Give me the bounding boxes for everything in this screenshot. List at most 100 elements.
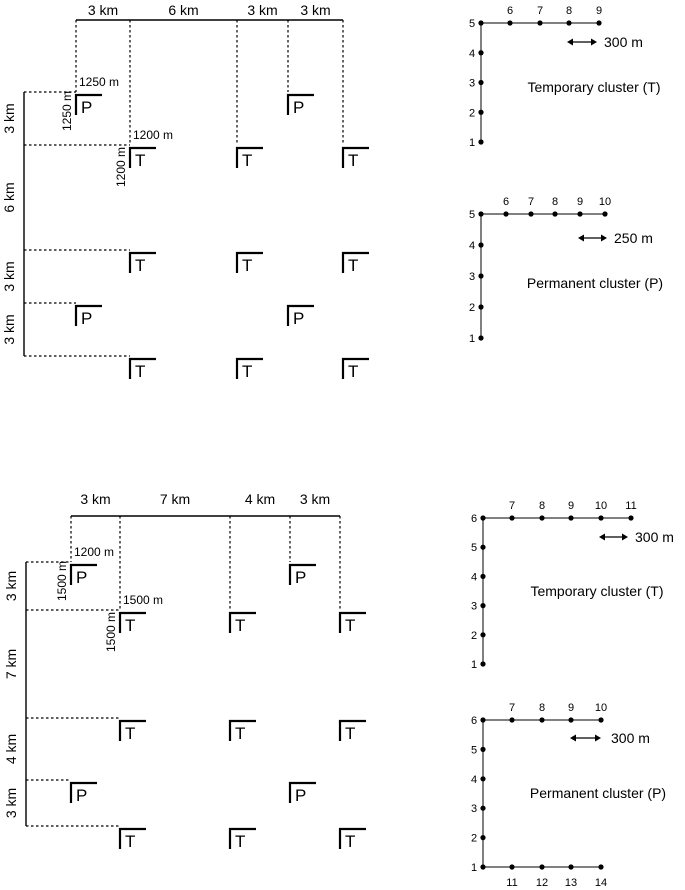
geophone-node [509, 515, 515, 521]
top-spacing-label: 3 km [88, 2, 118, 18]
node-number-label: 5 [469, 18, 475, 30]
cluster-corner-shape [286, 304, 314, 326]
cluster-corner-shape [118, 827, 146, 849]
node-number-label: 10 [599, 196, 611, 208]
top-spacing-label: 3 km [300, 491, 330, 507]
node-number-label: 1 [469, 333, 475, 345]
geophone-node [537, 20, 543, 26]
node-number-label: 7 [509, 702, 515, 714]
temporary-cluster-marker: T [128, 146, 156, 170]
cluster-code-label: T [345, 832, 355, 851]
temporary-cluster-marker: T [235, 357, 263, 381]
permanent-cluster-marker: P [69, 563, 97, 587]
cluster-code-label: T [348, 151, 358, 170]
geophone-node [509, 864, 515, 870]
geophone-node [480, 717, 486, 723]
geophone-node [598, 515, 604, 521]
cluster-corner-shape [338, 827, 366, 849]
cluster-corner-shape [341, 251, 369, 273]
node-number-label: 6 [471, 715, 477, 727]
left-spacing-label: 3 km [1, 103, 17, 133]
cluster-code-label: T [345, 724, 355, 743]
node-number-label: 10 [595, 500, 607, 512]
geophone-node [568, 515, 574, 521]
top-spacing-label: 7 km [160, 491, 190, 507]
temporary-cluster-marker: T [128, 251, 156, 275]
geophone-node [478, 242, 484, 248]
node-number-label: 2 [471, 630, 477, 642]
cluster-corner-shape [288, 781, 316, 803]
permanent-cluster-marker: P [74, 304, 102, 328]
cluster-corner-shape [228, 719, 256, 741]
node-number-label: 4 [471, 774, 477, 786]
cluster-code-label: P [76, 568, 87, 587]
geophone-node [480, 632, 486, 638]
node-number-label: 11 [506, 877, 517, 889]
geophone-node [509, 717, 515, 723]
t-cluster-width-label: 1500 m [123, 593, 163, 607]
temporary-cluster-marker: T [228, 827, 256, 851]
cluster-corner-shape [235, 251, 263, 273]
geophone-node [566, 20, 572, 26]
t-cluster-height-label: 1200 m [114, 147, 128, 187]
p-cluster-height-label: 1250 m [60, 91, 74, 131]
geophone-node [480, 776, 486, 782]
permanent-cluster-marker: P [69, 781, 97, 805]
permanent-cluster-marker: P [74, 93, 102, 117]
cluster-corner-shape [338, 719, 366, 741]
node-number-label: 9 [568, 702, 574, 714]
node-number-label: 2 [471, 833, 477, 845]
cluster-corner-shape [235, 146, 263, 168]
node-number-label: 3 [469, 271, 475, 283]
arrow-head-right-icon [622, 533, 628, 541]
node-number-label: 11 [625, 500, 636, 512]
cluster-code-label: T [345, 616, 355, 635]
geophone-node [568, 717, 574, 723]
cluster-corner-shape [118, 611, 146, 633]
geophone-node [480, 864, 486, 870]
cluster-title: Temporary cluster (T) [527, 79, 660, 95]
node-number-label: 6 [471, 513, 477, 525]
geophone-node [602, 211, 608, 217]
node-number-label: 7 [509, 500, 515, 512]
geophone-node [539, 515, 545, 521]
arrow-head-right-icon [591, 38, 597, 46]
cluster-corner-shape [74, 93, 102, 115]
permanent-cluster-marker: P [288, 781, 316, 805]
cluster-code-label: T [242, 362, 252, 381]
node-number-label: 9 [577, 196, 583, 208]
geophone-node [539, 864, 545, 870]
temporary-cluster-marker: T [118, 611, 146, 635]
geophone-node [480, 515, 486, 521]
t-cluster-height-label: 1500 m [104, 612, 118, 652]
node-number-label: 4 [469, 240, 475, 252]
geophone-node [478, 335, 484, 341]
cluster-corner-shape [286, 93, 314, 115]
node-number-label: 10 [595, 702, 607, 714]
cluster-code-label: P [81, 98, 92, 117]
geophone-node [552, 211, 558, 217]
geophone-node [598, 864, 604, 870]
cluster-code-label: T [348, 256, 358, 275]
node-number-label: 4 [469, 48, 475, 60]
geophone-node [480, 544, 486, 550]
temporary-cluster-marker: T [341, 357, 369, 381]
cluster-code-label: T [235, 724, 245, 743]
node-number-label: 1 [471, 862, 477, 874]
geophone-node [628, 515, 634, 521]
node-spacing-label: 300 m [604, 34, 643, 50]
cluster-code-label: T [135, 362, 145, 381]
geophone-node [568, 864, 574, 870]
arrow-head-left-icon [599, 533, 605, 541]
node-number-label: 7 [537, 5, 543, 17]
geophone-node [480, 573, 486, 580]
arrow-head-right-icon [595, 734, 601, 742]
node-number-label: 3 [471, 601, 477, 613]
node-number-label: 8 [539, 500, 545, 512]
permanent-cluster-marker: P [286, 93, 314, 117]
temporary-cluster-marker: T [118, 719, 146, 743]
cluster-code-label: T [125, 724, 135, 743]
